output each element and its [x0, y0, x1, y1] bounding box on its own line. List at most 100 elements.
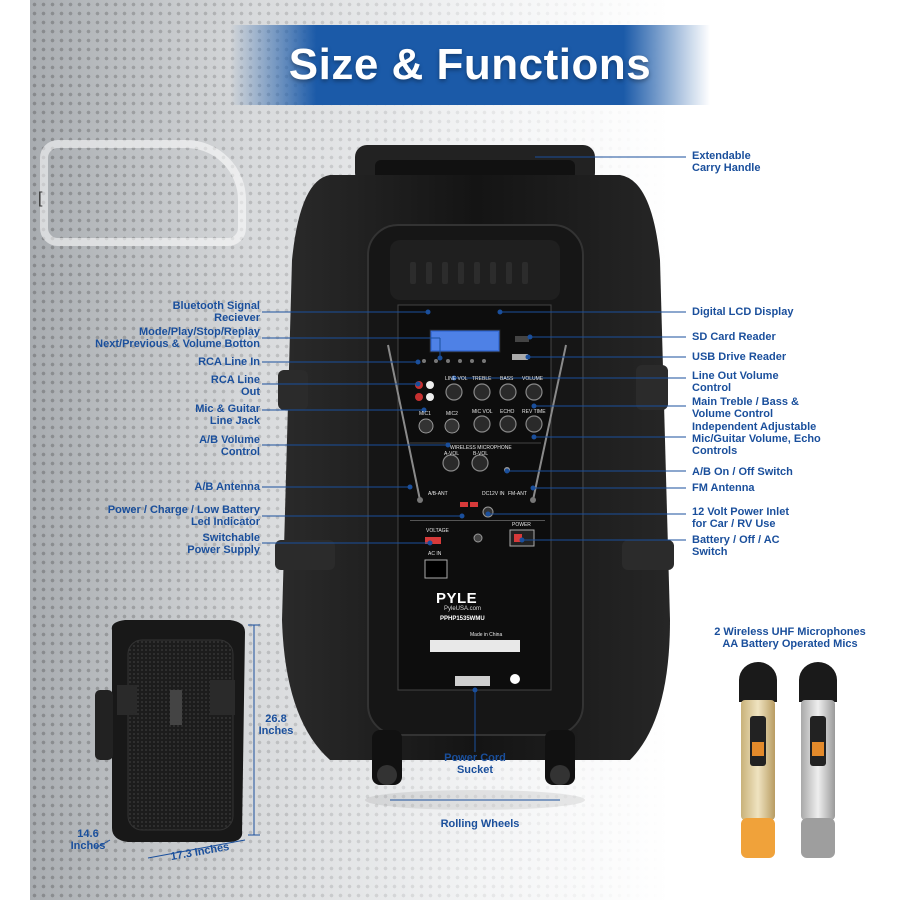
callout-mic-guitar-echo: Independent Adjustable Mic/Guitar Volume… — [692, 421, 821, 457]
callout-line: Control — [692, 382, 732, 394]
title-banner: Size & Functions — [230, 25, 710, 105]
callout-carry-handle: Extendable Carry Handle — [692, 150, 760, 174]
callout-mic-guitar-jack: Mic & Guitar Line Jack — [195, 403, 260, 427]
background-speaker-silhouette — [40, 140, 246, 246]
rating-sticker — [430, 640, 520, 652]
callout-line: Line Jack — [209, 415, 260, 427]
callout-bluetooth: Bluetooth Signal Reciever — [173, 300, 260, 324]
callout-power-cord: Power Cord Sucket — [440, 752, 510, 776]
knobs-row-wireless — [442, 454, 489, 472]
page-title: Size & Functions — [288, 40, 652, 89]
dimension-unit: Inches — [70, 840, 106, 852]
fm-antenna — [532, 344, 567, 501]
microphones-title-line: 2 Wireless UHF Microphones — [714, 626, 866, 638]
callout-line: Mic & Guitar — [195, 403, 260, 415]
callout-line: Switchable — [202, 532, 260, 544]
label-power: POWER — [512, 522, 531, 528]
power-led — [460, 502, 468, 507]
label-line-vol: LINE VOL — [445, 376, 468, 382]
callout-line: USB Drive Reader — [692, 351, 787, 363]
label-b-vol: B-VOL — [473, 451, 489, 457]
callout-line: Reciever — [214, 312, 260, 324]
callout-line: Bluetooth Signal — [172, 300, 260, 312]
ac-inlet — [424, 559, 448, 579]
callout-battery-switch: Battery / Off / AC Switch — [692, 534, 780, 558]
callout-lcd-display: Digital LCD Display — [692, 306, 793, 318]
label-mic-vol: MIC VOL — [472, 409, 493, 415]
callout-line-out-volume: Line Out Volume Control — [692, 370, 779, 394]
microphone-silver — [799, 662, 837, 858]
knobs-row-main — [445, 383, 543, 401]
callout-line: for Car / RV Use — [692, 518, 776, 530]
callout-ab-volume: A/B Volume Control — [199, 434, 260, 458]
callout-lines — [262, 156, 686, 801]
callout-line: Digital LCD Display — [692, 306, 794, 318]
callout-switchable-power: Switchable Power Supply — [187, 532, 260, 556]
callout-line: Mic/Guitar Volume, Echo — [692, 433, 821, 445]
usb-port — [512, 354, 528, 360]
callout-fm-antenna: FM Antenna — [692, 482, 755, 494]
ab-antenna — [387, 344, 421, 501]
callout-mode-buttons: Mode/Play/Stop/Replay Next/Previous & Vo… — [95, 326, 260, 350]
label-fm-ant: FM-ANT — [508, 491, 527, 497]
label-a-vol: A-VOL — [444, 451, 460, 457]
label-mic2: MIC2 — [446, 411, 458, 417]
callout-ab-switch: A/B On / Off Switch — [692, 466, 793, 478]
dimension-value: 26.8 — [265, 713, 287, 725]
callout-line: Switch — [692, 546, 728, 558]
rca-out-red — [415, 393, 423, 401]
callout-power-inlet: 12 Volt Power Inlet for Car / RV Use — [692, 506, 789, 530]
label-echo: ECHO — [500, 409, 515, 415]
callout-usb-reader: USB Drive Reader — [692, 351, 786, 363]
label-rev-time: REV TIME — [522, 409, 546, 415]
callout-line: Battery / Off / AC — [692, 534, 780, 546]
dimension-unit: Inches — [258, 725, 294, 737]
label-ac-in: AC IN — [428, 551, 442, 557]
side-grip-left — [278, 370, 308, 410]
label-bass: BASS — [500, 376, 514, 382]
main-speaker — [275, 145, 674, 810]
callout-line: Next/Previous & Volume Botton — [95, 338, 260, 350]
callout-line: Control — [220, 446, 260, 458]
small-speaker — [95, 620, 245, 842]
control-panel — [397, 304, 552, 691]
callout-line: Extendable — [692, 150, 751, 162]
callout-rca-in: RCA Line In — [198, 356, 260, 368]
callout-line: SD Card Reader — [692, 331, 776, 343]
sd-slot — [515, 336, 529, 342]
label-ab-ant: A/B-ANT — [428, 491, 448, 497]
microphone-gold — [739, 662, 777, 858]
dimension-value: 14.6 — [77, 828, 99, 840]
dimension-lines — [95, 624, 260, 859]
callout-line: Sucket — [456, 764, 494, 776]
label-dc-in: DC12V IN — [482, 491, 505, 497]
callout-line: 12 Volt Power Inlet — [692, 506, 789, 518]
callout-line: FM Antenna — [692, 482, 755, 494]
callout-line: Power / Charge / Low Battery — [107, 504, 260, 516]
callout-line: RCA Line In — [198, 356, 260, 368]
background-bracket: [ — [38, 190, 43, 207]
dimension-height: 26.8 Inches — [258, 713, 294, 737]
callout-line: Volume Control — [692, 408, 774, 420]
callout-power-led: Power / Charge / Low Battery Led Indicat… — [108, 504, 260, 528]
label-made-in: Made in China — [470, 632, 503, 638]
callout-line: Carry Handle — [692, 162, 761, 174]
callout-line: Line Out Volume — [692, 370, 779, 382]
label-mic1: MIC1 — [419, 411, 431, 417]
microphones-title-line: AA Battery Operated Mics — [722, 638, 858, 650]
model-number: PPHP1535WMU — [440, 616, 485, 622]
knobs-row-mic — [473, 415, 543, 433]
callout-line: Power Supply — [187, 544, 260, 556]
callout-rca-out: RCA Line Out — [211, 374, 260, 398]
mic2-jack — [444, 418, 460, 434]
callout-treble-bass: Main Treble / Bass & Volume Control — [692, 396, 799, 420]
label-wireless-mic: WIRELESS MICROPHONE — [450, 445, 512, 451]
dimension-depth: 14.6 Inches — [66, 828, 110, 852]
callout-line: Independent Adjustable — [692, 421, 817, 433]
microphones-title: 2 Wireless UHF Microphones AA Battery Op… — [690, 626, 890, 650]
callout-line: A/B Volume — [199, 434, 260, 446]
label-treble: TREBLE — [472, 376, 492, 382]
callout-sd-reader: SD Card Reader — [692, 331, 776, 343]
callout-line: Led Indicator — [190, 516, 260, 528]
brand-logo: PYLE — [436, 590, 478, 607]
